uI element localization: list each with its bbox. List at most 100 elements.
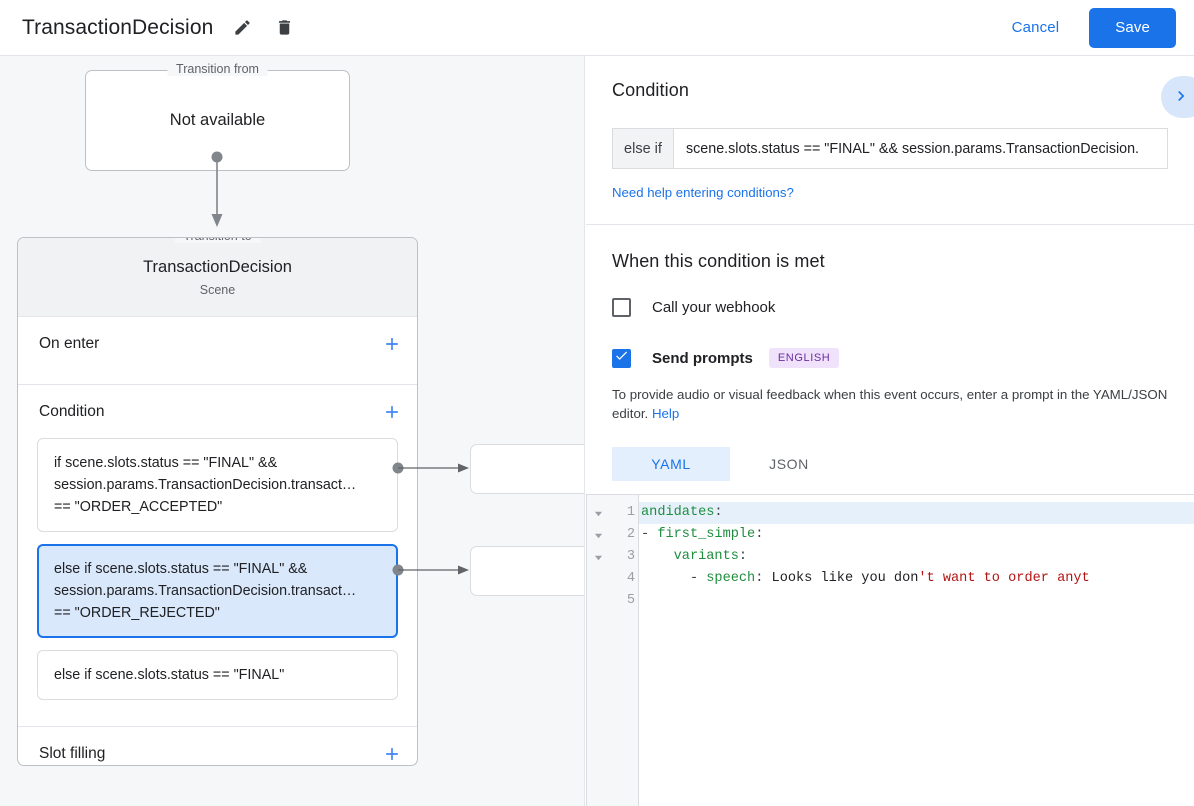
condition-chip-selected[interactable]: else if scene.slots.status == "FINAL" &&… [37,544,398,638]
code-token: andidates [641,505,715,520]
section-title: On enter [39,334,100,352]
webhook-label: Call your webhook [652,299,776,316]
plus-icon[interactable] [381,743,403,765]
scene-name: TransactionDecision [143,257,292,276]
code-token: - [641,527,658,542]
code-token: - [641,571,707,586]
top-bar: TransactionDecision Cancel Save [0,0,1194,56]
cancel-button[interactable]: Cancel [998,10,1074,45]
code-content[interactable]: andidates:- first_simple: variants: - sp… [639,495,1194,806]
delete-button[interactable] [271,15,297,41]
fold-toggle-icon[interactable] [587,502,609,524]
code-token [641,549,674,564]
code-token: : [755,571,772,586]
fold-spacer [587,568,609,590]
code-token: : [714,505,723,520]
code-token: Looks like you don [771,571,919,586]
line-number-gutter: 1 2 3 4 5 [609,495,639,806]
scene-header[interactable]: TransactionDecision Scene [18,238,417,317]
condition-input[interactable] [673,128,1168,169]
transition-from-node[interactable]: Transition from Not available [85,62,350,171]
condition-input-row: else if [612,128,1168,169]
trash-icon [275,18,294,37]
prompts-hint: To provide audio or visual feedback when… [612,385,1168,423]
transition-to-legend: Transition to [174,238,261,243]
pencil-icon [233,18,252,37]
fold-spacer [587,590,609,612]
scene-section: On enter [18,317,417,385]
code-line: variants: [639,546,1194,568]
line-number: 3 [626,549,635,564]
scene-type: Scene [199,282,236,297]
chevron-right-icon [1171,86,1191,109]
when-condition-met-section: When this condition is met Call your web… [586,225,1194,481]
fold-gutter [587,495,609,806]
code-line [639,590,1194,612]
chip-line: session.params.TransactionDecision.trans… [54,583,357,599]
section-title: Slot filling [39,744,106,762]
prompts-help-link[interactable]: Help [651,406,680,421]
plus-icon[interactable] [381,401,403,423]
code-token: first_simple [657,527,756,542]
transition-target-box-1[interactable] [470,444,584,494]
code-token: 't want to order anyt [918,571,1090,586]
check-icon [614,348,629,368]
transition-from-legend: Transition from [167,62,268,76]
tab-yaml[interactable]: YAML [612,447,730,481]
transition-from-title: Not available [169,111,266,129]
chip-line: session.params.TransactionDecision.trans… [54,477,357,493]
code-line: - first_simple: [639,524,1194,546]
webhook-checkbox[interactable] [612,298,631,317]
section-header: Condition [18,385,417,438]
detail-panel: Condition else if Need help entering con… [586,56,1194,806]
when-condition-heading: When this condition is met [612,251,825,271]
fold-toggle-icon[interactable] [587,524,609,546]
code-token: speech [706,571,756,586]
send-prompts-label: Send prompts [652,349,753,367]
line-number: 1 [626,505,635,520]
condition-prefix-label: else if [612,128,673,169]
edit-button[interactable] [229,15,255,41]
section-title: Condition [39,402,105,420]
scene-section: Condition if scene.slots.status == "FINAL… [18,385,417,727]
code-token: variants [673,549,739,564]
save-button[interactable]: Save [1089,7,1176,48]
chip-line: == "ORDER_ACCEPTED" [54,499,223,515]
fold-toggle-icon[interactable] [587,546,609,568]
scene-section: Slot fillingSlot validation [18,727,417,765]
chip-line: == "ORDER_REJECTED" [54,605,220,621]
code-line: - speech: Looks like you don't want to o… [639,568,1194,590]
condition-chip[interactable]: if scene.slots.status == "FINAL" && sessi… [37,438,398,532]
transition-to-node: Transition to TransactionDecision Scene … [17,237,418,766]
chip-line: else if scene.slots.status == "FINAL" && [54,561,308,577]
line-number: 2 [626,527,635,542]
page-title: TransactionDecision [22,15,214,39]
line-number: 4 [626,571,635,586]
language-badge: ENGLISH [768,348,840,368]
prompts-row[interactable]: Send prompts ENGLISH [612,348,1168,368]
code-line: andidates: [639,502,1194,524]
plus-icon[interactable] [381,333,403,355]
prompts-hint-text: To provide audio or visual feedback when… [612,387,1168,421]
chip-line: else if scene.slots.status == "FINAL" [54,667,285,683]
tab-json[interactable]: JSON [730,447,848,481]
editor-format-tabs: YAML JSON [612,447,1168,481]
line-number: 5 [626,593,635,608]
section-header: Slot filling [18,727,417,765]
send-prompts-checkbox[interactable] [612,348,631,368]
transition-target-box-2[interactable] [470,546,584,596]
section-header: On enter [18,317,417,370]
condition-section: Condition else if Need help entering con… [586,56,1194,225]
condition-chip[interactable]: else if scene.slots.status == "FINAL" [37,650,398,700]
panel-heading: Condition [612,80,689,100]
chip-line: if scene.slots.status == "FINAL" && [54,455,278,471]
flow-canvas: Transition from Not available Transition… [0,56,585,806]
code-token: : [738,549,748,564]
condition-help-link[interactable]: Need help entering conditions? [612,185,794,200]
webhook-row[interactable]: Call your webhook [612,298,1168,317]
top-bar-actions: Cancel Save [998,7,1194,48]
expand-panel-button[interactable] [1161,76,1194,118]
